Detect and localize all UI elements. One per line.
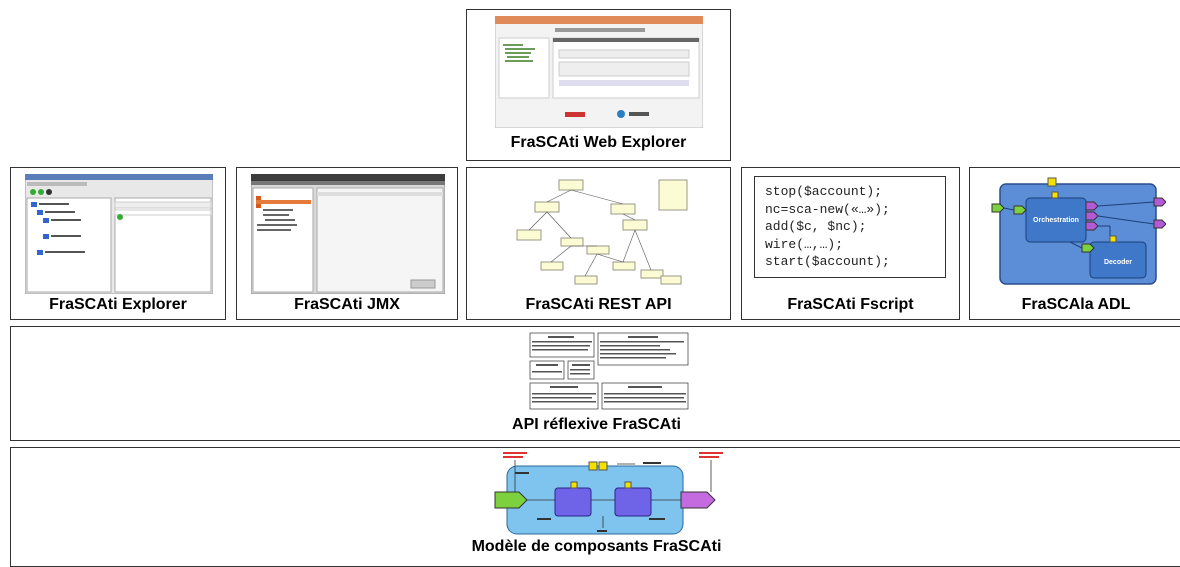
fscript-box: stop($account); nc=sca-new(«…»); add($c,… bbox=[741, 167, 960, 320]
code-line: nc=sca-new(«…»); bbox=[765, 201, 890, 217]
jmx-box: FraSCAti JMX bbox=[236, 167, 458, 320]
decoder-label: Decoder bbox=[1104, 259, 1132, 266]
explorer-box: FraSCAti Explorer bbox=[10, 167, 226, 320]
code-line: stop($account); bbox=[765, 184, 883, 199]
frascala-box: Orchestration Decoder FraSCAla ADL bbox=[969, 167, 1180, 320]
component-model-label: Modèle de composants FraSCAti bbox=[471, 538, 722, 555]
api-reflexive-box: API réflexive FraSCAti bbox=[10, 326, 1180, 441]
jmx-label: FraSCAti JMX bbox=[294, 296, 400, 313]
component-model-box: Modèle de composants FraSCAti bbox=[10, 447, 1180, 567]
rest-api-label: FraSCAti REST API bbox=[525, 296, 672, 313]
frascala-label: FraSCAla ADL bbox=[1021, 296, 1131, 313]
fscript-label: FraSCAti Fscript bbox=[787, 296, 914, 313]
jmx-thumbnail bbox=[251, 174, 445, 294]
api-reflexive-label: API réflexive FraSCAti bbox=[512, 416, 681, 433]
component-model-thumbnail bbox=[494, 452, 723, 535]
code-line: start($account); bbox=[765, 254, 890, 269]
web-explorer-box: FraSCAti Web Explorer bbox=[466, 9, 731, 161]
web-explorer-label: FraSCAti Web Explorer bbox=[510, 134, 687, 151]
code-line: add($c, $nc); bbox=[765, 219, 867, 234]
code-line: wire(…,…); bbox=[765, 236, 844, 252]
fscript-code-panel: stop($account); nc=sca-new(«…»); add($c,… bbox=[754, 176, 946, 278]
api-reflexive-thumbnail bbox=[529, 332, 689, 410]
rest-api-thumbnail bbox=[516, 179, 688, 285]
explorer-thumbnail bbox=[25, 174, 213, 294]
web-explorer-thumbnail bbox=[495, 16, 703, 128]
orchestration-label: Orchestration bbox=[1033, 217, 1079, 224]
rest-api-box: FraSCAti REST API bbox=[466, 167, 731, 320]
explorer-label: FraSCAti Explorer bbox=[49, 296, 187, 313]
frascala-diagram: Orchestration Decoder bbox=[991, 177, 1166, 285]
